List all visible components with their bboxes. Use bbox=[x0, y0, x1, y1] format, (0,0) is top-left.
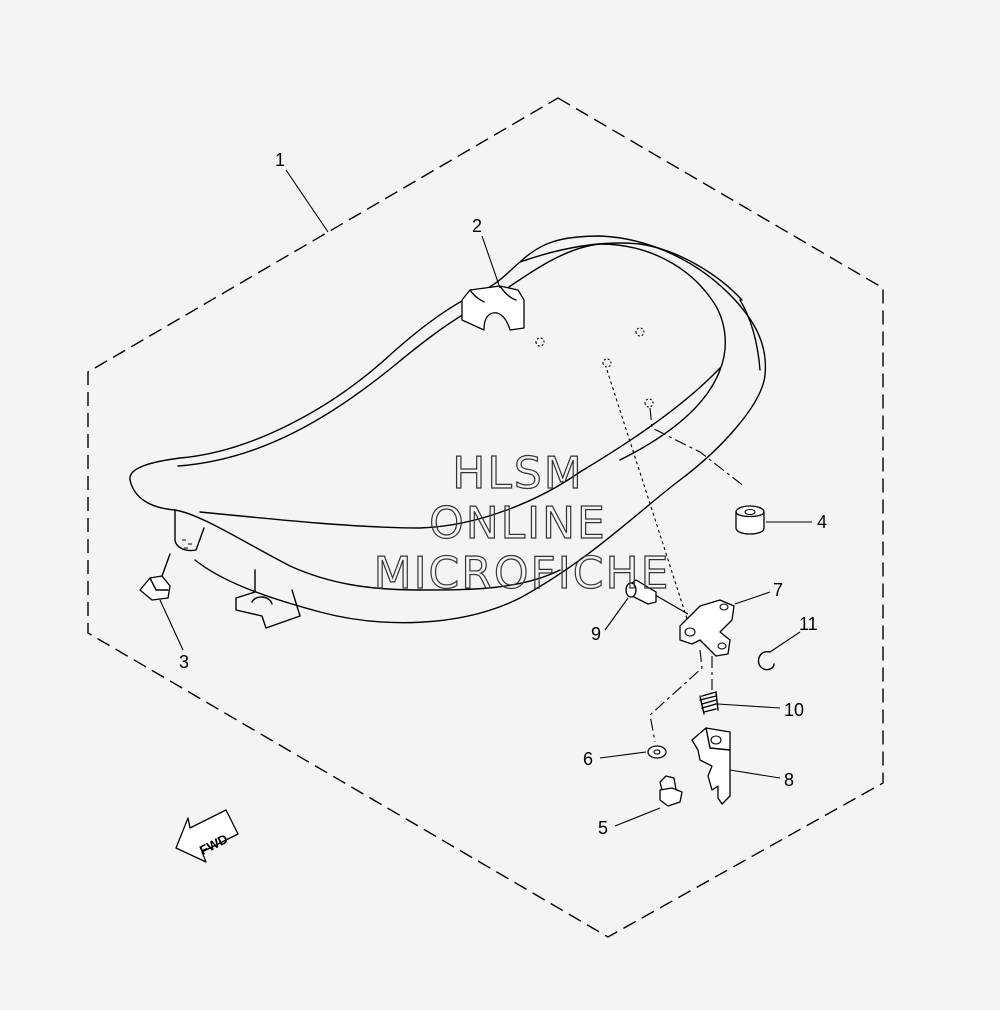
bracket-part-7 bbox=[679, 599, 735, 657]
washer-part-6 bbox=[647, 745, 667, 759]
callout-6: 6 bbox=[583, 749, 593, 769]
callout-5: 5 bbox=[598, 818, 608, 838]
callout-4: 4 bbox=[817, 512, 827, 532]
pin-part-9 bbox=[625, 579, 657, 605]
assembly-boundary bbox=[87, 97, 884, 938]
spring-part-10 bbox=[699, 691, 719, 715]
clip-part-11 bbox=[757, 651, 775, 671]
cushion-part-4 bbox=[735, 505, 765, 535]
leader-lines bbox=[159, 169, 812, 827]
watermark-line-3: MICROFICHE bbox=[374, 548, 671, 599]
watermark: HLSM ONLINE MICROFICHE bbox=[373, 447, 671, 599]
callout-1: 1 bbox=[275, 150, 285, 170]
callout-11: 11 bbox=[799, 614, 818, 634]
callout-10: 10 bbox=[784, 700, 804, 720]
watermark-line-1: HLSM bbox=[452, 448, 584, 499]
callout-9: 9 bbox=[591, 624, 601, 644]
seat-drawing bbox=[129, 235, 767, 629]
callout-7: 7 bbox=[773, 580, 783, 600]
callout-2: 2 bbox=[472, 216, 482, 236]
callout-labels: 1 2 3 4 5 6 7 8 9 10 11 bbox=[179, 150, 827, 838]
damper-part-3 bbox=[139, 553, 171, 601]
assembly-guide-lines bbox=[606, 369, 746, 743]
bolt-part-5 bbox=[659, 775, 683, 807]
callout-3: 3 bbox=[179, 652, 189, 672]
forward-direction-arrow: FWD bbox=[175, 809, 239, 863]
callout-8: 8 bbox=[784, 770, 794, 790]
watermark-line-2: ONLINE bbox=[429, 498, 607, 549]
latch-part-8 bbox=[691, 727, 731, 805]
